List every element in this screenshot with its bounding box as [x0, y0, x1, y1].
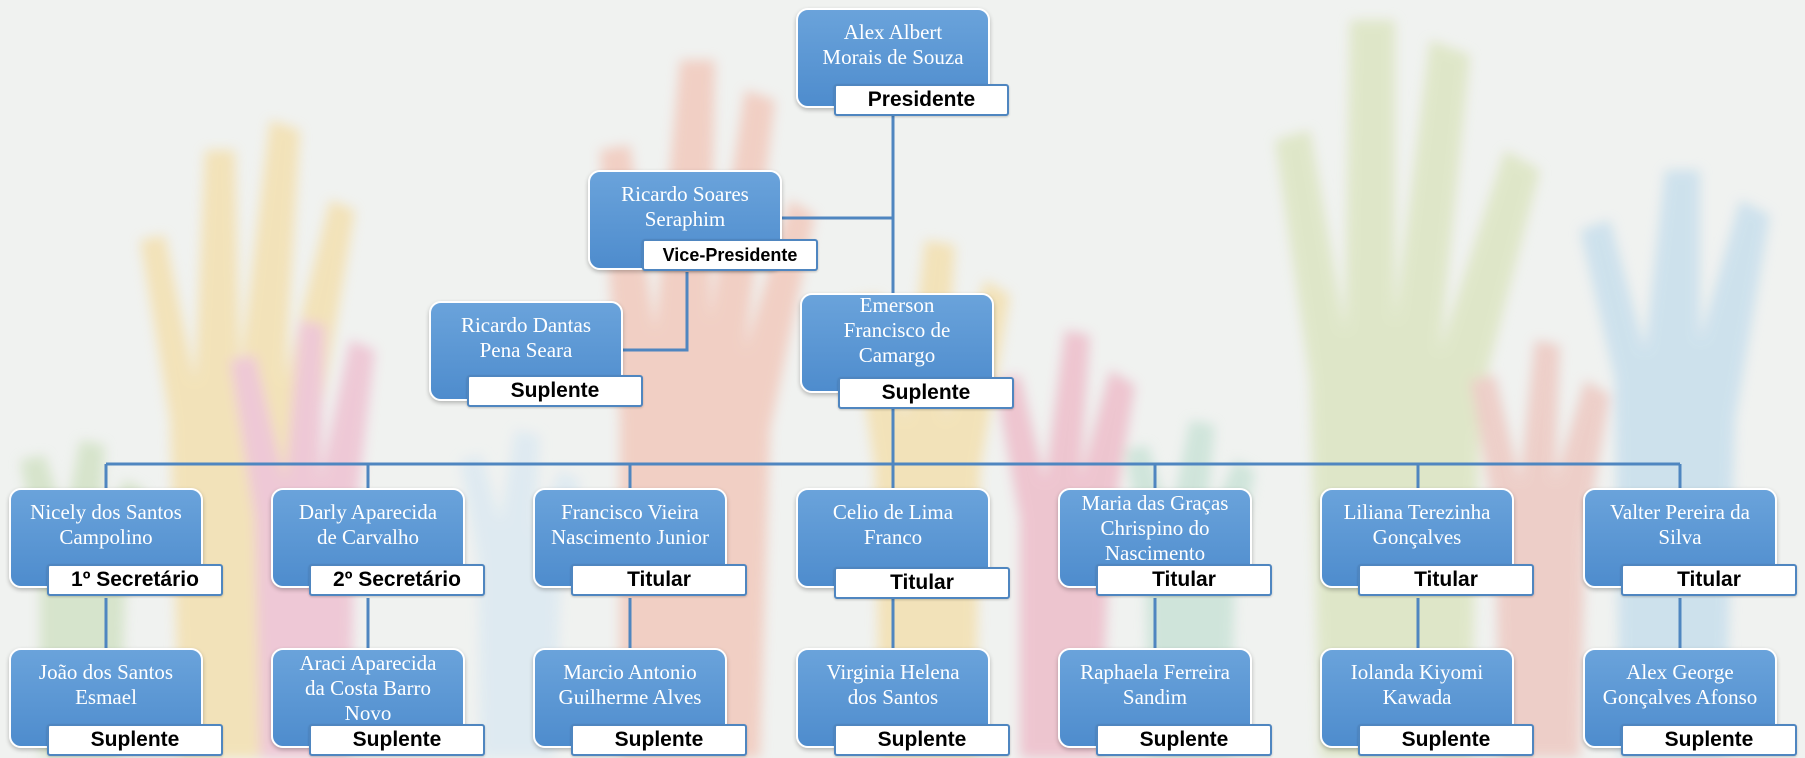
- sub-7-role: Suplente: [1621, 724, 1797, 756]
- vice-substitute-role: Suplente: [467, 375, 643, 407]
- member-2-role: 2º Secretário: [309, 564, 485, 596]
- sub-2-role: Suplente: [309, 724, 485, 756]
- member-1-role: 1º Secretário: [47, 564, 223, 596]
- sub-1-role: Suplente: [47, 724, 223, 756]
- president-substitute-name: Emerson Francisco de Camargo: [800, 293, 994, 393]
- president-substitute-role: Suplente: [838, 377, 1014, 409]
- sub-5-role: Suplente: [1096, 724, 1272, 756]
- member-3-role: Titular: [571, 564, 747, 596]
- member-4-role: Titular: [834, 567, 1010, 599]
- sub-4-role: Suplente: [834, 724, 1010, 756]
- member-7-role: Titular: [1621, 564, 1797, 596]
- president-role: Presidente: [834, 84, 1009, 116]
- member-5-role: Titular: [1096, 564, 1272, 596]
- member-6-role: Titular: [1358, 564, 1534, 596]
- sub-6-role: Suplente: [1358, 724, 1534, 756]
- vice-substitute-connector: [622, 272, 689, 352]
- vice-president-role: Vice-Presidente: [642, 239, 818, 271]
- sub-6-name: Iolanda Kiyomi Kawada: [1320, 648, 1514, 748]
- sub-3-role: Suplente: [571, 724, 747, 756]
